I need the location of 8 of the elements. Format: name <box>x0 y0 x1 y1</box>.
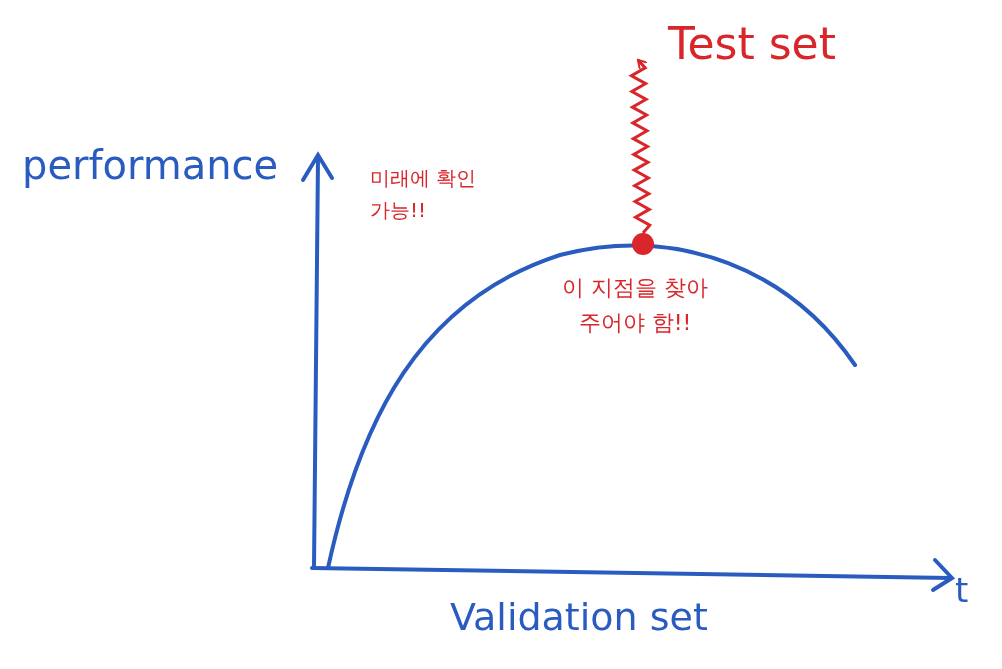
wavy-arrow <box>628 59 653 234</box>
axis-label: t <box>955 570 969 610</box>
node-text: Test set <box>668 18 836 69</box>
axis-label: performance <box>22 142 279 188</box>
axis-label: Validation set <box>450 595 708 639</box>
dot-marker <box>632 233 654 255</box>
note-text: 미래에 확인가능!! <box>370 165 478 224</box>
note-text: 이 지점을 찾아 주어야 함!! <box>561 274 709 338</box>
